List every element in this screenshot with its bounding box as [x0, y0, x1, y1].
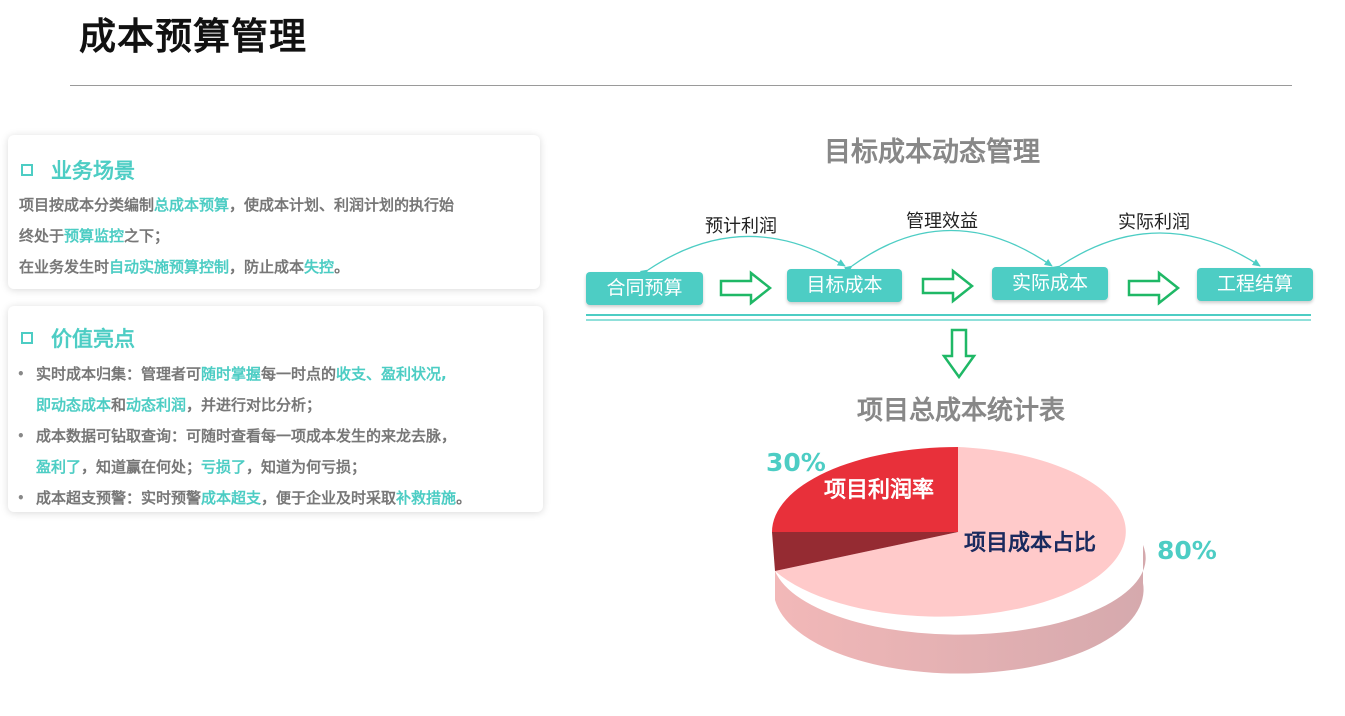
plain-text: ，并进行对比分析； [186, 396, 322, 414]
down-arrow-icon [941, 328, 977, 380]
highlight-text: 自动实施预算控制 [109, 258, 230, 276]
flow-title: 目标成本动态管理 [824, 137, 1040, 168]
title-divider [70, 85, 1292, 86]
plain-text: ，防止成本 [229, 258, 305, 276]
value-bullet-1-line-2: 即动态成本和动态利润，并进行对比分析； [36, 390, 447, 421]
bullet-dot-icon: • [17, 429, 25, 443]
plain-text: ，知道为何亏损； [246, 458, 367, 476]
highlight-text: 随时掌握 [201, 365, 262, 383]
plain-text: 成本数据可钻取查询：可随时查看每一项成本发生的来龙去脉， [36, 427, 457, 445]
profit-slice-label: 项目利润率 [824, 478, 935, 503]
plain-text: 。 [456, 489, 472, 507]
highlight-text: 动态利润 [126, 396, 187, 414]
value-bullet-2-line-1: 成本数据可钻取查询：可随时查看每一项成本发生的来龙去脉， [36, 421, 456, 452]
plain-text: 项目按成本分类编制 [19, 196, 155, 214]
arc-label-actual-profit: 实际利润 [1118, 212, 1190, 233]
highlight-text: 亏损了 [201, 458, 247, 476]
highlight-text: 总成本预算 [154, 196, 230, 214]
value-bullet-2: • 成本数据可钻取查询：可随时查看每一项成本发生的来龙去脉， 盈利了，知道赢在何… [17, 421, 456, 483]
right-arrow-icon [719, 270, 773, 306]
arc-3 [1051, 232, 1261, 274]
highlight-text: 盈利了 [36, 458, 82, 476]
right-arrow-icon [1127, 270, 1181, 306]
scenario-line-1: 项目按成本分类编制总成本预算，使成本计划、利润计划的执行始 [19, 190, 454, 221]
highlight-text: 失控 [304, 258, 335, 276]
pie-slice-side-cost [775, 545, 1146, 674]
value-heading-text: 价值亮点 [51, 327, 135, 351]
plain-text: 在业务发生时 [19, 258, 110, 276]
scenario-heading-text: 业务场景 [51, 159, 135, 183]
flow-box-actual-cost: 实际成本 [992, 267, 1108, 300]
pie-slice-cost [775, 447, 1126, 617]
scenario-text: 项目按成本分类编制总成本预算，使成本计划、利润计划的执行始 终处于预算监控之下；… [19, 190, 454, 283]
flow-box-project-settlement: 工程结算 [1197, 268, 1313, 301]
profit-percent-label: 30% [766, 448, 826, 477]
summary-title: 项目总成本统计表 [857, 396, 1066, 426]
plain-text: 每一时点的 [261, 365, 337, 383]
plain-text: 成本超支预警：实时预警 [36, 489, 202, 507]
plain-text: 和 [111, 396, 127, 414]
value-bullet-1: • 实时成本归集：管理者可随时掌握每一时点的收支、盈利状况, 即动态成本和动态利… [17, 359, 447, 421]
pie-slice-profit [772, 447, 958, 532]
arc-label-management-benefit: 管理效益 [906, 211, 978, 232]
flow-box-target-cost: 目标成本 [787, 269, 902, 302]
scenario-line-3: 在业务发生时自动实施预算控制，防止成本失控。 [19, 252, 454, 283]
plain-text: 实时成本归集：管理者可 [36, 365, 202, 383]
highlight-text: 收支、盈利状况, [336, 365, 447, 383]
value-bullet-2-line-2: 盈利了，知道赢在何处；亏损了，知道为何亏损； [36, 452, 456, 483]
scenario-line-2: 终处于预算监控之下； [19, 221, 454, 252]
highlight-text: 即动态成本 [36, 396, 112, 414]
arc-label-expected-profit: 预计利润 [705, 216, 777, 237]
value-card: 价值亮点 • 实时成本归集：管理者可随时掌握每一时点的收支、盈利状况, 即动态成… [8, 306, 543, 512]
right-arrow-icon [921, 268, 975, 304]
highlight-text: 补救措施 [396, 489, 457, 507]
square-bullet-icon [21, 332, 33, 344]
square-bullet-icon [21, 164, 33, 176]
bullet-dot-icon: • [17, 491, 25, 505]
bullet-dot-icon: • [17, 367, 25, 381]
plain-text: ，使成本计划、利润计划的执行始 [229, 196, 455, 214]
scenario-heading: 业务场景 [21, 155, 135, 185]
cost-slice-label: 项目成本占比 [964, 531, 1097, 556]
flow-box-contract-budget: 合同预算 [586, 272, 703, 305]
plain-text: 。 [334, 258, 350, 276]
page-title: 成本预算管理 [79, 15, 307, 58]
plain-text: 之下； [124, 227, 170, 245]
arc-2 [843, 229, 1053, 274]
scenario-card: 业务场景 项目按成本分类编制总成本预算，使成本计划、利润计划的执行始 终处于预算… [8, 135, 540, 289]
plain-text: ，便于企业及时采取 [261, 489, 397, 507]
plain-text: 终处于 [19, 227, 65, 245]
pie-slice-side-profit [772, 532, 958, 571]
value-bullet-3-line-1: 成本超支预警：实时预警成本超支，便于企业及时采取补救措施。 [36, 483, 471, 514]
arc-1 [639, 235, 846, 278]
cost-percent-label: 80% [1157, 536, 1217, 565]
highlight-text: 预算监控 [64, 227, 125, 245]
value-bullet-1-line-1: 实时成本归集：管理者可随时掌握每一时点的收支、盈利状况, [36, 359, 447, 390]
value-heading: 价值亮点 [21, 323, 135, 353]
plain-text: ，知道赢在何处； [81, 458, 202, 476]
highlight-text: 成本超支 [201, 489, 262, 507]
value-bullet-3: • 成本超支预警：实时预警成本超支，便于企业及时采取补救措施。 [17, 483, 471, 514]
